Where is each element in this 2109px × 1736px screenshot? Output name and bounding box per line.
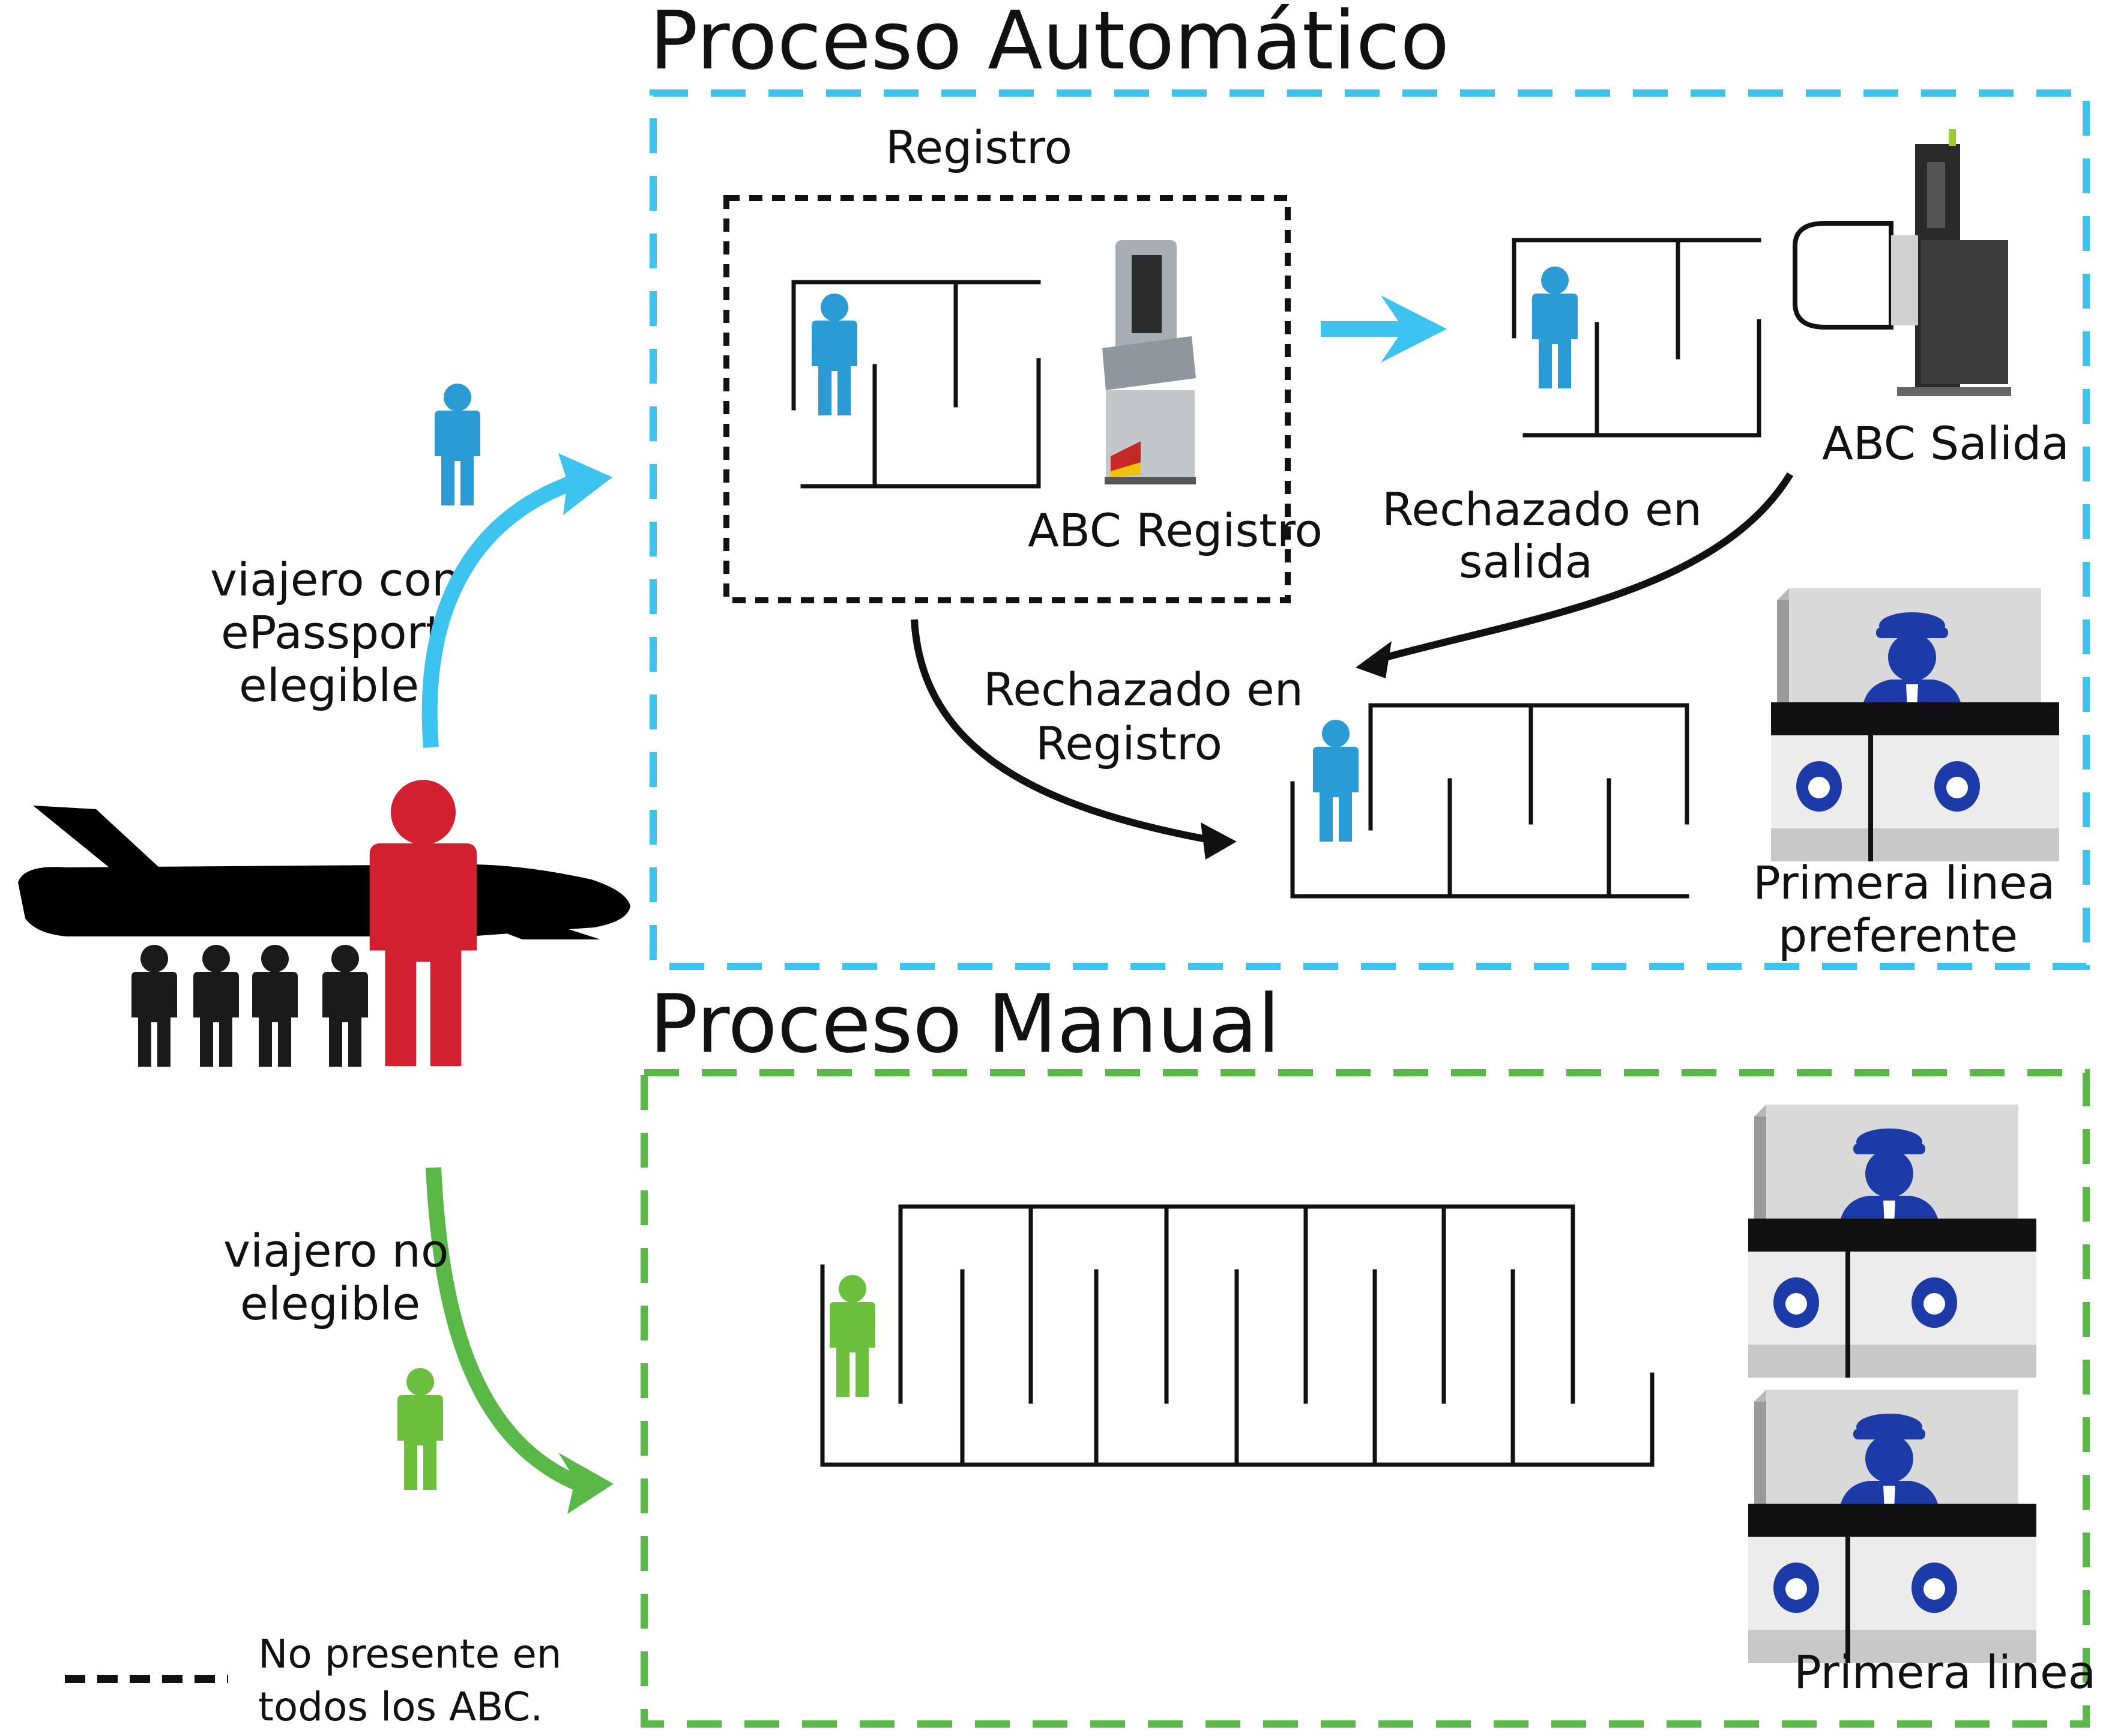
police-booth-icon [1748,1390,2036,1663]
arrow-head-icon [1356,641,1392,678]
traveler-salida-icon [1532,267,1578,388]
rechazado-registro-line1: Rechazado en [983,663,1303,716]
legend-line2: todos los ABC. [258,1684,543,1730]
title-manual: Proceso Manual [650,977,1280,1071]
traveler-not-eligible-icon [397,1368,443,1490]
police-booth-icon [1771,588,2059,861]
traveler-preferente-icon [1313,720,1359,842]
police-booth-icon [1748,1105,2036,1378]
eligible-line2: ePassport [221,606,444,659]
traveler-black-icon [252,945,298,1067]
registro-box [723,195,1291,603]
traveler-black-icon [131,945,177,1067]
automatic-process-box [650,89,2090,970]
abc-gate-icon [1793,129,2011,396]
primera-linea-preferente-line1: Primera linea [1753,856,2055,909]
eligible-line3: elegible [239,659,419,712]
rechazado-registro-line2: Registro [1036,717,1222,770]
primera-linea-preferente-line2: preferente [1778,909,2018,962]
rechazado-salida-line2: salida [1459,535,1593,588]
abc-registro-label: ABC Registro [1028,504,1323,557]
manual-queue [820,1204,1655,1467]
abc-salida-label: ABC Salida [1822,417,2069,470]
registro-queue [791,280,1041,489]
traveler-black-icon [322,945,368,1067]
preferente-queue [1290,703,1689,899]
salida-queue [1512,238,1761,438]
arrow-head-icon [558,453,612,515]
legend-line1: No presente en [258,1631,562,1677]
registro-title: Registro [886,121,1072,174]
abc-kiosk-icon [1102,240,1196,484]
traveler-red-icon [369,780,477,1067]
traveler-registro-icon [812,294,857,415]
reject-salida-arrow [1374,472,1794,664]
eligible-line1: viajero con [210,553,460,606]
traveler-eligible-icon [435,384,480,505]
traveler-manual-icon [830,1275,875,1397]
eligible-arrow [421,474,579,748]
arrow-head-icon [558,1453,614,1514]
not-eligible-line2: elegible [240,1277,420,1330]
arrow-head-icon [1201,822,1237,860]
traveler-black-icon [193,945,239,1067]
arrow-head-icon [1381,295,1447,363]
airplane-icon [18,806,630,939]
title-automatic: Proceso Automático [650,0,1449,88]
not-eligible-line1: viajero no [223,1224,448,1277]
rechazado-salida-line1: Rechazado en [1382,483,1702,536]
not-eligible-arrow [426,1167,580,1490]
reject-registro-arrow [911,619,1214,844]
primera-linea-label: Primera linea [1794,1645,2096,1699]
manual-process-box [641,1069,2090,1728]
